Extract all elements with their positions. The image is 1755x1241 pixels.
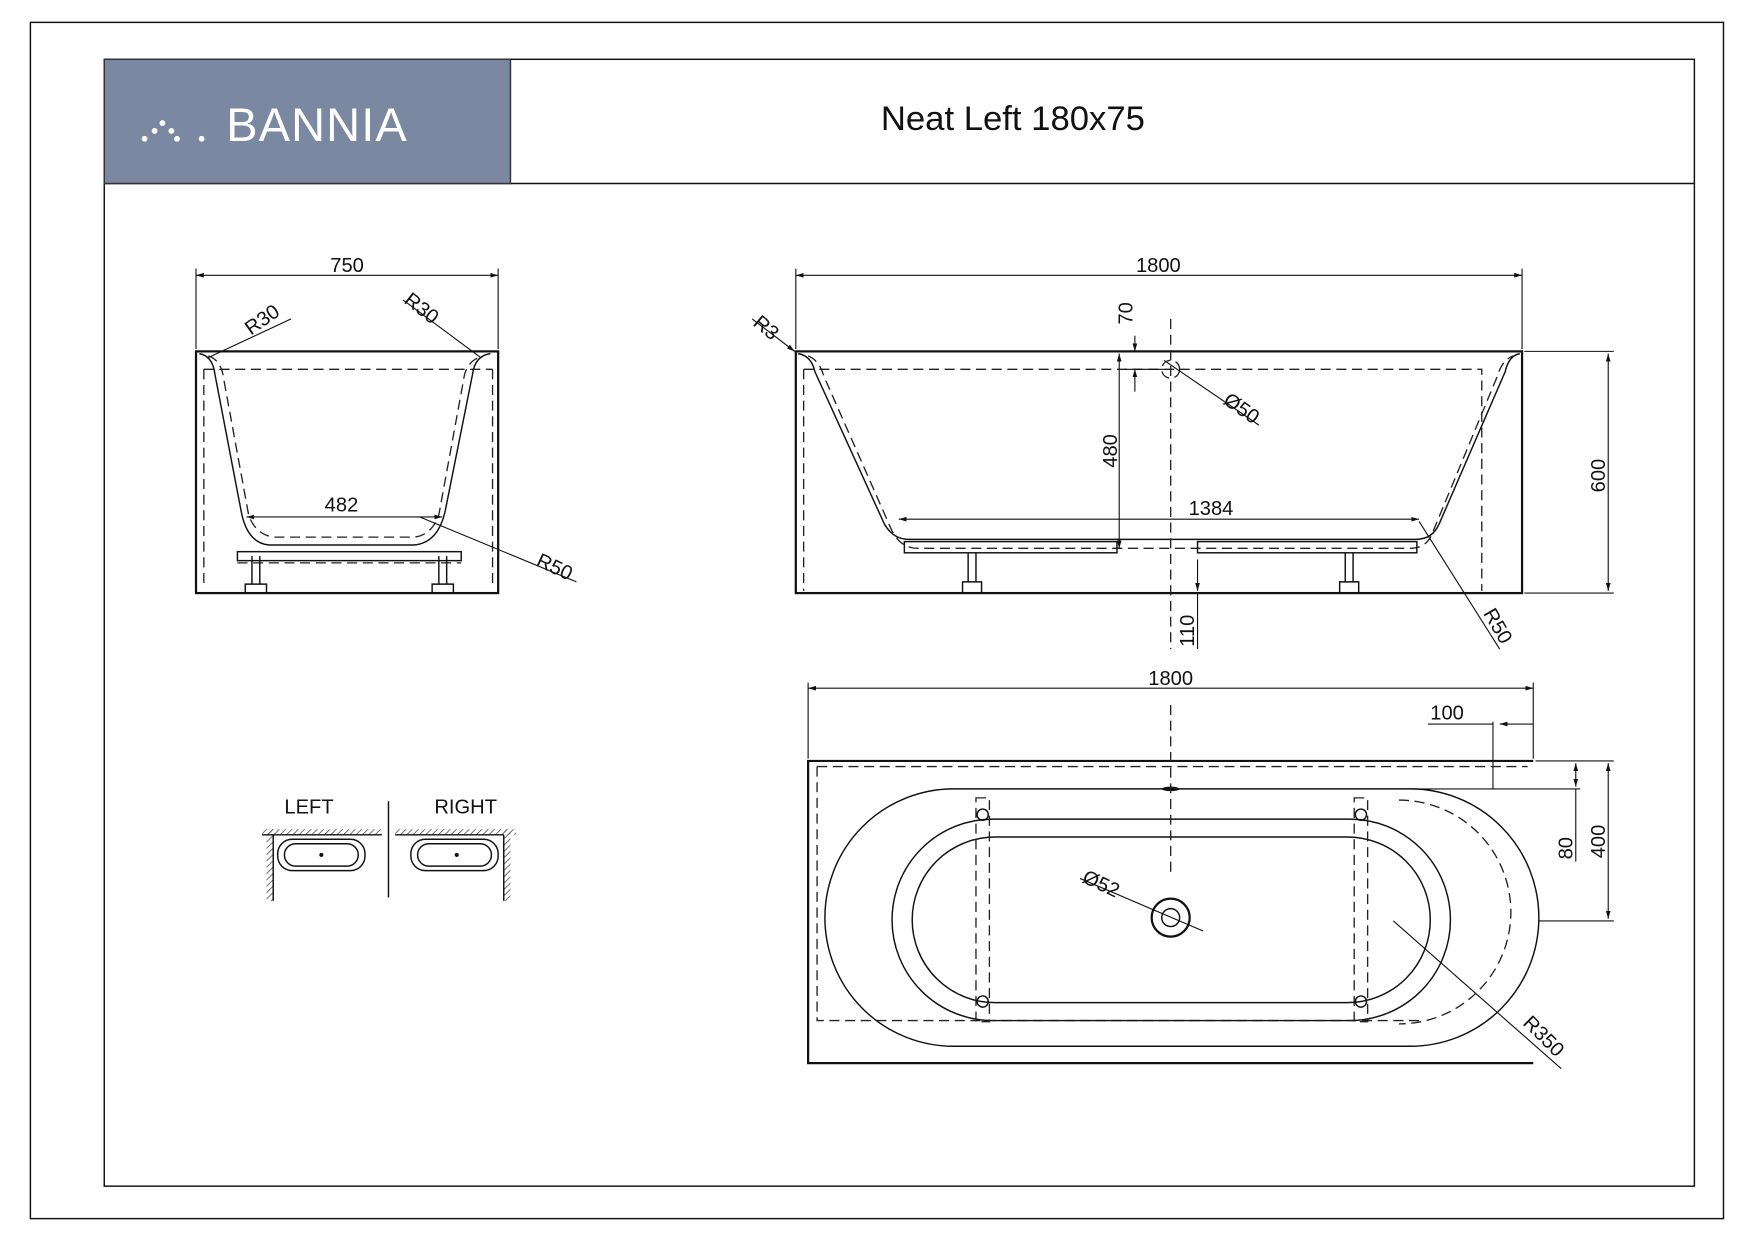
dim-end-radius-left: R30 bbox=[241, 301, 284, 340]
dim-overflow-offset: 70 bbox=[1116, 302, 1138, 324]
dim-end-radius-right: R30 bbox=[400, 289, 443, 329]
side-view: 1800 R3 70 Ø50 480 1384 600 110 R50 bbox=[749, 255, 1614, 650]
drawing-title: Neat Left 180x75 bbox=[881, 100, 1145, 138]
dim-side-bottom-radius: R50 bbox=[1479, 605, 1517, 648]
dim-depth: 480 bbox=[1100, 434, 1122, 468]
dim-corner-radius: R350 bbox=[1519, 1012, 1569, 1062]
dim-height: 600 bbox=[1588, 459, 1610, 493]
dim-straight-width: 400 bbox=[1588, 825, 1610, 859]
dim-side-length: 1800 bbox=[1136, 255, 1181, 277]
title-block-frame bbox=[103, 58, 1696, 1187]
orientation-left-label: LEFT bbox=[284, 797, 333, 819]
outer-frame bbox=[29, 21, 1725, 1220]
dim-end-bottom-width: 482 bbox=[325, 494, 359, 516]
brand-name: BANNIA bbox=[226, 98, 408, 151]
dim-end-width: 750 bbox=[330, 255, 364, 277]
dim-rim-offset: 80 bbox=[1555, 837, 1577, 859]
dim-plan-length: 1800 bbox=[1148, 668, 1193, 690]
end-view: 750 R30 R30 482 R50 bbox=[194, 255, 577, 595]
dim-rim-radius: R3 bbox=[749, 311, 783, 344]
dim-drain-diameter: Ø52 bbox=[1079, 866, 1123, 902]
dim-overflow-diameter: Ø50 bbox=[1219, 389, 1263, 429]
dim-plan-offset: 100 bbox=[1430, 703, 1464, 725]
dim-end-bottom-radius: R50 bbox=[533, 550, 576, 586]
brand-logo: BANNIA bbox=[103, 58, 512, 185]
logo-dots-icon bbox=[141, 120, 205, 142]
dim-bottom-length: 1384 bbox=[1189, 498, 1234, 520]
orientation-right-label: RIGHT bbox=[434, 797, 497, 819]
plan-view: 1800 100 80 400 Ø52 R350 bbox=[807, 668, 1614, 1070]
dim-waste-height: 110 bbox=[1177, 615, 1199, 647]
orientation-legend: LEFT RIGHT bbox=[262, 797, 517, 901]
